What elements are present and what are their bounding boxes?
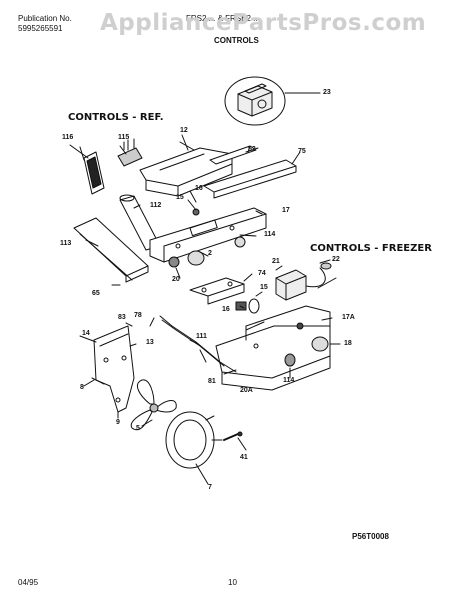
part-41-screw bbox=[223, 431, 243, 441]
callout-81: 81 bbox=[208, 378, 216, 385]
publication-label: Publication No. bbox=[18, 14, 72, 23]
part-111-wire-harness bbox=[159, 315, 237, 373]
callout-41: 41 bbox=[240, 454, 248, 461]
leader-lines bbox=[79, 134, 341, 485]
callout-20A: 20A bbox=[240, 387, 253, 394]
callout-17: 17 bbox=[282, 207, 290, 214]
callout-113: 113 bbox=[60, 240, 72, 247]
callout-7: 7 bbox=[208, 484, 212, 491]
part-13-fan-bracket bbox=[93, 325, 135, 413]
callout-2: 2 bbox=[208, 250, 212, 257]
part-74-bracket bbox=[189, 277, 245, 305]
section-title-ref: CONTROLS - REF. bbox=[68, 112, 164, 123]
callout-112: 112 bbox=[150, 202, 162, 209]
watermark: AppliancePartsPros.com bbox=[100, 10, 427, 36]
part-75-duct-cover bbox=[203, 151, 301, 199]
callout-13: 13 bbox=[146, 339, 154, 346]
callout-9: 9 bbox=[116, 419, 120, 426]
callout-22: 22 bbox=[332, 256, 340, 263]
footer-date: 04/95 bbox=[18, 578, 39, 587]
section-title-freezer: CONTROLS - FREEZER bbox=[310, 243, 432, 254]
callout-17A: 17A bbox=[342, 314, 355, 321]
callout-78: 78 bbox=[134, 312, 142, 319]
callout-115: 115 bbox=[118, 134, 130, 141]
callout-116: 116 bbox=[62, 134, 74, 141]
callout-16: 16 bbox=[195, 185, 203, 192]
callout-5: 5 bbox=[136, 425, 140, 432]
figure-code: P56T0008 bbox=[352, 532, 389, 541]
part-22-sensor bbox=[305, 262, 337, 289]
callout-74: 74 bbox=[258, 270, 266, 277]
part-15-16-bulb-freezer bbox=[235, 298, 260, 314]
part-7-fan-motor-ring bbox=[165, 411, 223, 469]
callout-15-freezer: 15 bbox=[260, 284, 268, 291]
part-116-light-shield bbox=[69, 144, 105, 195]
callout-75: 75 bbox=[298, 148, 306, 155]
callout-53: 53 bbox=[248, 146, 256, 153]
callout-111: 111 bbox=[196, 333, 207, 340]
part-115-socket bbox=[117, 138, 143, 167]
callout-114-ref: 114 bbox=[264, 231, 276, 238]
callout-16-freezer: 16 bbox=[222, 306, 230, 313]
part-20-lens bbox=[168, 256, 180, 268]
model-number: FRS2 ... & FRSB2 ... bbox=[186, 14, 260, 23]
callout-23: 23 bbox=[323, 89, 331, 96]
part-12-control-housing bbox=[139, 141, 233, 197]
callout-21: 21 bbox=[272, 258, 280, 265]
part-17A-control-housing-freezer bbox=[215, 305, 331, 391]
callout-114-freezer: 114 bbox=[283, 377, 295, 384]
callout-15: 15 bbox=[176, 194, 184, 201]
callout-65: 65 bbox=[92, 290, 100, 297]
page-title: CONTROLS bbox=[214, 36, 259, 45]
page-number: 10 bbox=[228, 578, 237, 587]
part-18-knob-freezer bbox=[311, 336, 329, 352]
callout-20: 20 bbox=[172, 276, 180, 283]
part-17-control-panel-ref bbox=[149, 207, 267, 263]
part-5-fan-blade bbox=[130, 379, 177, 431]
callout-18: 18 bbox=[344, 340, 352, 347]
publication-number: 5995265591 bbox=[18, 24, 63, 33]
part-23-thermostat-inset bbox=[224, 76, 321, 126]
part-114-knob-ref bbox=[234, 236, 246, 248]
callout-83: 83 bbox=[118, 314, 126, 321]
callout-12: 12 bbox=[180, 127, 188, 134]
callout-8: 8 bbox=[80, 384, 84, 391]
callout-14: 14 bbox=[82, 330, 90, 337]
part-21-thermostat bbox=[275, 269, 307, 301]
part-2-knob bbox=[187, 250, 205, 266]
